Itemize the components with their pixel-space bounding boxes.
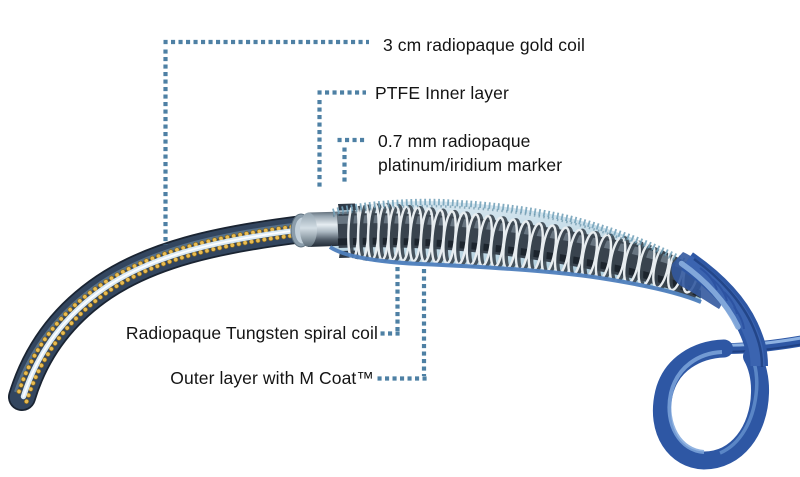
tip-inner-stripe-core: [22, 229, 300, 398]
label-marker: 0.7 mm radiopaque platinum/iridium marke…: [378, 129, 562, 177]
label-gold-coil: 3 cm radiopaque gold coil: [383, 35, 585, 55]
blue-loop-inner-highlight: [667, 350, 723, 454]
blue-loop-right-highlight: [719, 359, 759, 455]
inner-shaft-cap: [300, 212, 317, 247]
outer-layer-hatch: [332, 198, 701, 273]
outer-layer-bottom-rim: [328, 245, 702, 304]
blue-connector-dark-edge: [693, 257, 764, 368]
blue-connector-ridges: [699, 267, 745, 330]
outer-layer-hatch-2: [332, 204, 698, 275]
catheter-tip-section: [8, 215, 317, 411]
distal-blue-tube: [652, 252, 800, 470]
label-marker-line2: platinum/iridium marker: [378, 155, 563, 175]
label-tungsten: Radiopaque Tungsten spiral coil: [125, 323, 378, 343]
gold-coil-row-upper: [17, 224, 302, 394]
blue-loop: [652, 339, 770, 470]
blue-connector-highlight: [678, 260, 741, 330]
label-ptfe: PTFE Inner layer: [375, 83, 509, 103]
blue-connector-mid: [682, 255, 765, 367]
gold-coil-row-lower: [24, 232, 303, 404]
label-marker-line1: 0.7 mm radiopaque: [378, 131, 531, 151]
coil-section: [290, 198, 702, 304]
leader-lines: [163, 39, 427, 381]
label-outer: Outer layer with M Coat™: [170, 368, 374, 388]
